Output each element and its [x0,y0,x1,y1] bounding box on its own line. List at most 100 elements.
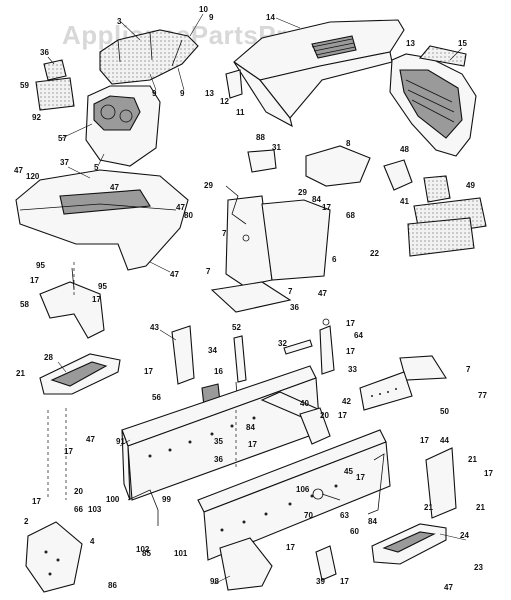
callout-50: 50 [440,407,449,416]
frame-rail-left[interactable] [121,365,321,501]
callout-29: 29 [204,181,213,190]
bracket-plate-2[interactable] [25,521,83,593]
callout-47: 47 [318,289,327,298]
battery-bracket-48[interactable] [383,159,413,191]
hood[interactable] [233,19,405,128]
callout-3: 3 [117,17,122,26]
grille-trim[interactable] [418,45,467,67]
callout-84: 84 [312,195,321,204]
callout-19: 17 [32,497,41,506]
rear-plate-50[interactable] [359,371,413,411]
footrest-right[interactable] [371,523,447,565]
callout-23: 23 [474,563,483,572]
callout-52: 52 [232,323,241,332]
grille[interactable] [389,53,477,157]
callout-7: 7 [288,287,293,296]
callout-63: 63 [340,511,349,520]
callout-7: 7 [466,365,471,374]
callout-17: 17 [356,473,365,482]
callout-labels: 3 10 9 9 9 14 13 15 36 59 92 57 5 13 12 … [14,5,493,592]
callout-17: 17 [322,203,331,212]
callout-36: 36 [214,455,223,464]
callout-106: 106 [296,485,310,494]
callout-21: 21 [16,369,25,378]
callout-17: 17 [338,411,347,420]
bracket-39[interactable] [315,545,337,581]
frame-rail-right[interactable] [197,429,391,561]
callout-95: 95 [98,282,107,291]
battery-strap-49[interactable] [423,175,451,203]
pivot-assembly-33[interactable] [319,318,335,375]
callout-84: 84 [368,517,377,526]
mounting-plate-8[interactable] [305,145,371,187]
rear-hitch-plate[interactable] [399,355,447,381]
spring-29[interactable] [225,185,247,225]
callout-41: 41 [400,197,409,206]
callout-32: 32 [278,339,287,348]
callout-29: 29 [298,188,307,197]
callout-17: 17 [92,295,101,304]
drag-link-32[interactable] [283,339,313,355]
callout-60: 60 [350,527,359,536]
bracket-43[interactable] [171,325,195,385]
callout-48: 48 [400,145,409,154]
callout-9: 9 [180,89,185,98]
callout-120: 120 [26,172,40,181]
rear-cross-member[interactable] [425,447,457,519]
callout-7: 7 [206,267,211,276]
steering-support-bracket[interactable] [39,267,105,339]
callout-17: 17 [420,436,429,445]
callout-100: 100 [106,495,120,504]
callout-95: 95 [36,261,45,270]
footrest-left[interactable] [39,353,121,395]
callout-17: 17 [248,440,257,449]
callout-14: 14 [266,13,275,22]
callout-98: 98 [210,577,219,586]
callout-92: 92 [32,113,41,122]
bracket-31[interactable] [247,149,277,173]
callout-103: 103 [88,505,102,514]
callout-101: 101 [174,549,188,558]
callout-16: 16 [214,367,223,376]
callout-24: 24 [460,531,469,540]
callout-9: 9 [209,13,214,22]
callout-47: 47 [170,270,179,279]
callout-17: 17 [346,319,355,328]
bolt-70[interactable] [312,488,341,501]
callout-17: 17 [144,367,153,376]
cross-bar[interactable] [260,391,331,445]
callout-88: 88 [256,133,265,142]
fender-assembly[interactable] [15,169,189,271]
bracket-98[interactable] [219,537,273,591]
lever-84[interactable] [367,453,385,515]
center-support-bracket[interactable] [225,195,331,287]
callout-4: 4 [90,537,95,546]
callout-49: 49 [466,181,475,190]
floor-plate[interactable] [210,281,292,313]
callout-40: 40 [300,399,309,408]
callout-99: 99 [162,495,171,504]
control-plate-upper[interactable] [43,59,67,81]
callout-70: 70 [304,511,313,520]
callout-8: 8 [346,139,351,148]
callout-85: 85 [142,549,151,558]
callout-58: 58 [20,300,29,309]
callout-17: 17 [64,447,73,456]
callout-15: 15 [458,39,467,48]
control-plate-lower[interactable] [35,77,75,111]
callout-47: 47 [444,583,453,592]
callout-66: 66 [74,505,83,514]
callout-44: 44 [440,436,449,445]
battery-tray[interactable] [407,197,487,257]
callout-21: 21 [424,503,433,512]
callout-9: 9 [152,89,157,98]
callout-42: 42 [342,397,351,406]
rod-99[interactable] [127,489,159,526]
dash-top-cover[interactable] [99,29,199,85]
dash-panel[interactable] [85,85,161,167]
callout-21: 21 [476,503,485,512]
callout-91: 91 [116,437,125,446]
hood-bracket[interactable] [225,69,243,99]
callout-86: 86 [108,581,117,590]
